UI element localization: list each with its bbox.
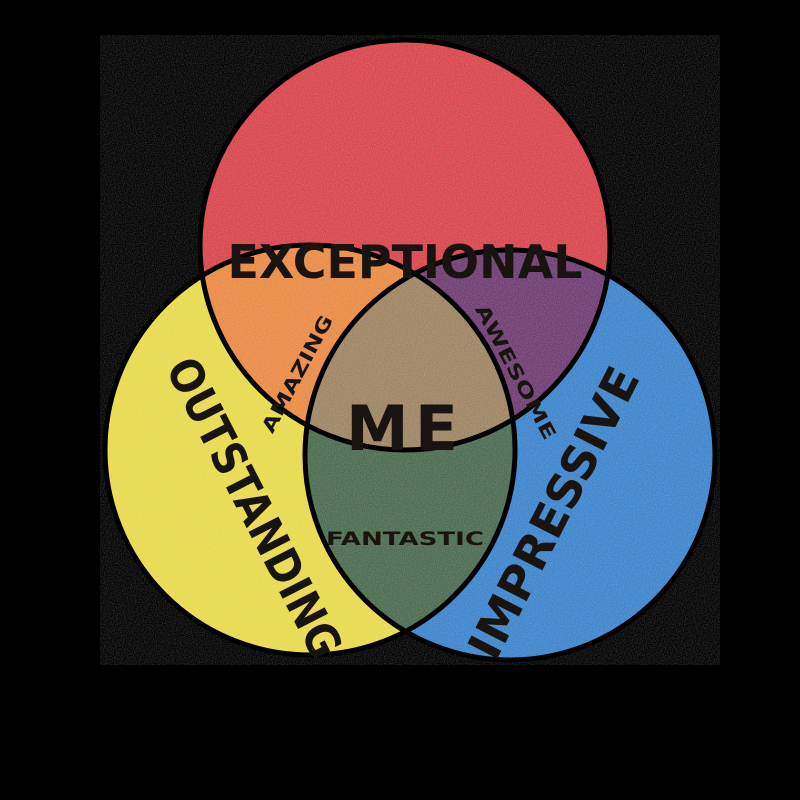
set-right-outline [302,247,718,663]
set-top-outline [197,37,613,453]
set-top-label: EXCEPTIONAL [228,235,583,289]
center-label: ME [346,392,464,465]
set-left-outline [102,242,518,658]
intersection-left-right-label: FANTASTIC [326,528,484,550]
set-outlines [102,37,718,663]
chalk-texture [100,35,720,665]
